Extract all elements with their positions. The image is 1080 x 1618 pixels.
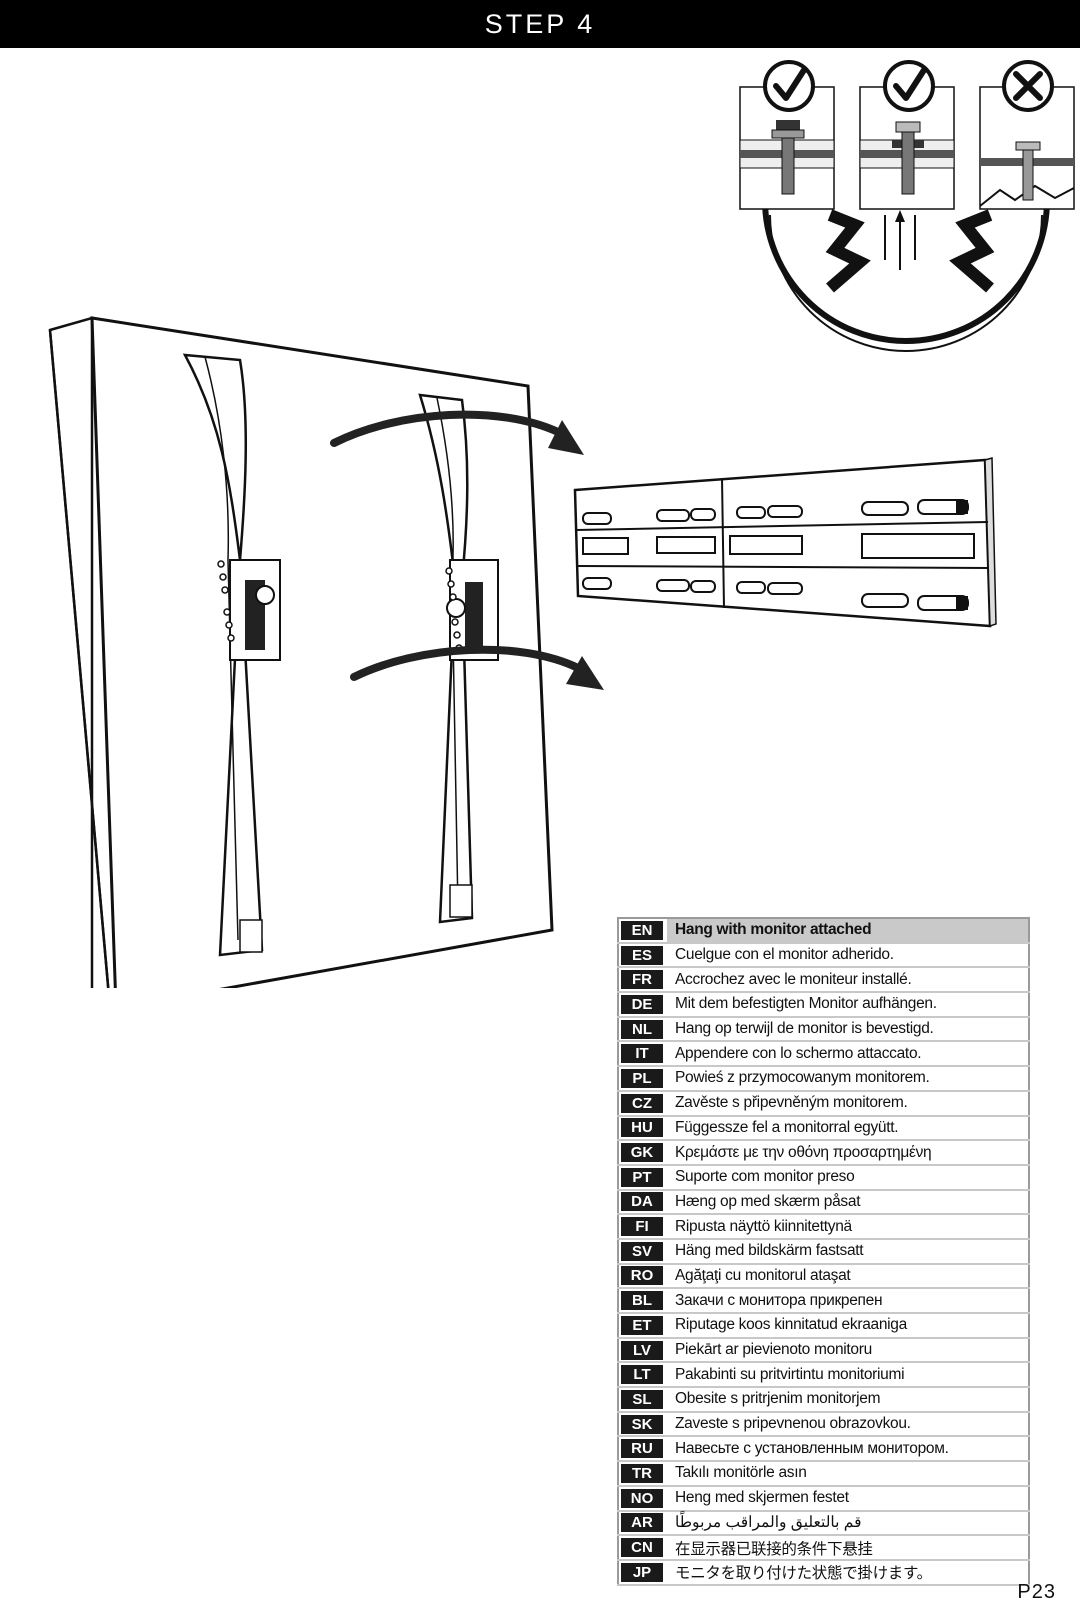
monitor-back <box>48 316 554 988</box>
language-code-badge: PL <box>621 1068 663 1088</box>
language-instruction-text: Ripusta näyttö kiinnitettynä <box>667 1214 1029 1240</box>
language-code-badge: CN <box>621 1538 663 1558</box>
mounting-arm-left <box>182 353 281 957</box>
language-code-badge: SL <box>621 1389 663 1409</box>
language-code-badge: FR <box>621 970 663 990</box>
step-header: STEP 4 <box>0 0 1080 48</box>
language-code-badge: NL <box>621 1019 663 1039</box>
language-instruction-text: Heng med skjermen festet <box>667 1485 1029 1512</box>
language-code-badge: RO <box>621 1266 663 1286</box>
language-instruction-text: Riputage koos kinnitatud ekraaniga <box>667 1313 1029 1339</box>
language-instruction-text: Piekārt ar pievienoto monitoru <box>667 1337 1029 1364</box>
language-instruction-text: Agăţaţi cu monitorul ataşat <box>667 1263 1029 1290</box>
language-instruction-text: Appendere con lo schermo attaccato. <box>667 1041 1029 1068</box>
language-instruction-text: Закачи с монитора прикрепен <box>667 1288 1029 1314</box>
mounting-arm-right <box>418 393 499 924</box>
language-code-badge: JP <box>621 1562 663 1582</box>
language-instruction-text: Hæng op med skærm påsat <box>667 1189 1029 1216</box>
language-instruction-text: Навесьте с установленным монитором. <box>667 1436 1029 1463</box>
language-code-badge: AR <box>621 1513 663 1533</box>
screw-detail-ok-1 <box>739 60 835 210</box>
language-code-badge: FI <box>621 1217 663 1237</box>
language-code-badge: RU <box>621 1439 663 1459</box>
checkmark-icon <box>763 60 815 112</box>
language-instruction-text: Häng med bildskärm fastsatt <box>667 1238 1029 1265</box>
language-code-badge: ET <box>621 1315 663 1335</box>
language-code-badge: LT <box>621 1365 663 1385</box>
language-code-badge: NO <box>621 1488 663 1508</box>
language-code-badge: DE <box>621 994 663 1014</box>
language-code-badge: CZ <box>621 1093 663 1113</box>
language-instruction-text: Takılı monitörle asın <box>667 1461 1029 1487</box>
page-number: P23 <box>1017 1581 1056 1603</box>
language-code-badge: IT <box>621 1044 663 1064</box>
language-code-badge: ES <box>621 945 663 965</box>
language-instruction-text: Powieś z przymocowanym monitorem. <box>667 1066 1029 1092</box>
language-instruction-text: Pakabinti su pritvirtintu monitoriumi <box>667 1362 1029 1389</box>
language-code-badge: BL <box>621 1291 663 1311</box>
step-title: STEP 4 <box>484 9 596 39</box>
detail-magnifier <box>762 199 1050 352</box>
language-code-badge: HU <box>621 1118 663 1138</box>
language-code-badge: SK <box>621 1414 663 1434</box>
checkmark-icon <box>883 60 935 112</box>
language-instruction-text: Κρεμάστε με την οθόνη προσαρτημένη <box>667 1140 1029 1166</box>
language-instruction-text: Zavěste s připevněným monitorem. <box>667 1090 1029 1117</box>
screw-detail-ok-2 <box>859 60 955 210</box>
language-instruction-text: قم بالتعليق والمراقب مربوطًا <box>667 1510 1029 1537</box>
arrow-lower-icon <box>350 645 604 690</box>
screw-detail-wrong <box>979 60 1075 210</box>
language-code-badge: DA <box>621 1192 663 1212</box>
language-code-badge: LV <box>621 1340 663 1360</box>
wall-plate <box>573 457 997 628</box>
language-instruction-text: Accrochez avec le moniteur installé. <box>667 967 1029 994</box>
language-instruction-text: モニタを取り付けた状態で掛けます。 <box>667 1559 1029 1586</box>
language-instruction-text: Obesite s pritrjenim monitorjem <box>667 1387 1029 1413</box>
language-code-badge: PT <box>621 1167 663 1187</box>
language-instruction-text: Hang with monitor attached <box>667 918 1029 944</box>
language-code-badge: GK <box>621 1143 663 1163</box>
language-instruction-text: Mit dem befestigten Monitor aufhängen. <box>667 992 1029 1018</box>
mounting-illustration <box>48 60 1075 988</box>
language-instruction-text: 在显示器已联接的条件下悬挂 <box>667 1535 1029 1561</box>
cross-icon <box>1002 60 1054 112</box>
language-instruction-text: Zaveste s pripevnenou obrazovkou. <box>667 1411 1029 1438</box>
language-instruction-text: Suporte com monitor preso <box>667 1164 1029 1191</box>
language-instruction-text: Cuelgue con el monitor adherido. <box>667 942 1029 969</box>
language-code-badge: EN <box>621 920 663 940</box>
language-code-badge: SV <box>621 1241 663 1261</box>
language-instruction-text: Függessze fel a monitorral együtt. <box>667 1115 1029 1142</box>
language-instruction-text: Hang op terwijl de monitor is bevestigd. <box>667 1016 1029 1043</box>
language-code-badge: TR <box>621 1463 663 1483</box>
arrow-upper-icon <box>330 410 584 455</box>
